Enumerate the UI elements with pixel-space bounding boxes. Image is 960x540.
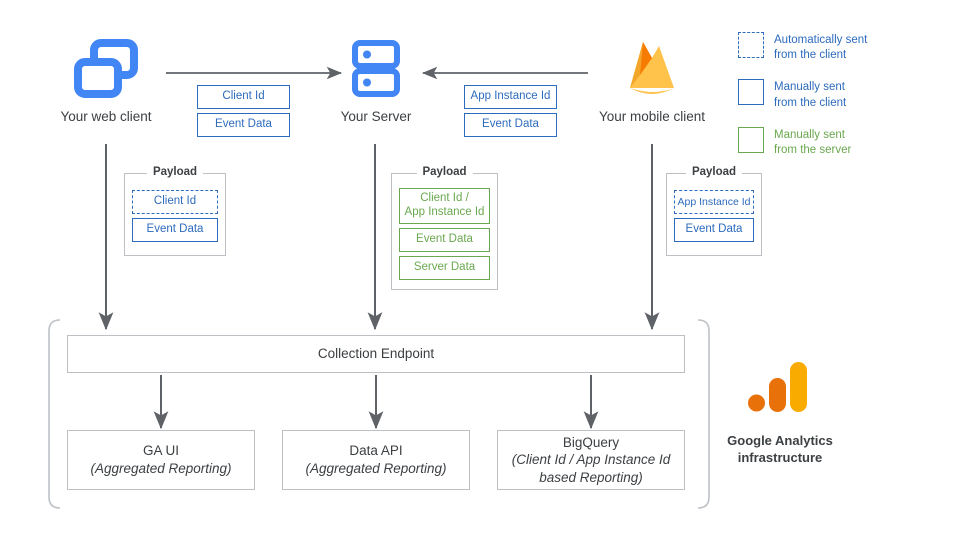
server-rack-icon xyxy=(352,40,400,97)
legend-text-manual-server: Manually sent from the server xyxy=(774,127,851,158)
legend: Automatically sent from the client Manua… xyxy=(738,32,867,174)
output-data-api-sub: (Aggregated Reporting) xyxy=(305,461,447,476)
node-mobile-client-label: Your mobile client xyxy=(598,109,706,124)
output-ga-ui-sub: (Aggregated Reporting) xyxy=(90,461,232,476)
payload-server: Payload Client Id / App Instance Id Even… xyxy=(391,166,498,290)
payload-web-title: Payload xyxy=(146,166,204,178)
google-analytics-logo xyxy=(748,362,807,412)
legend-manual-client-line2: from the client xyxy=(774,96,847,109)
legend-manual-server-line2: from the server xyxy=(774,143,852,156)
payload-server-item-event-data: Event Data xyxy=(399,228,490,252)
payload-web-item-client-id: Client Id xyxy=(132,190,218,214)
output-bigquery-sub: (Client Id / App Instance Id based Repor… xyxy=(511,452,671,485)
legend-item-auto-client: Automatically sent from the client xyxy=(738,32,867,63)
payload-web: Payload Client Id Event Data xyxy=(124,166,226,256)
payload-mobile-item-event-data: Event Data xyxy=(674,218,754,242)
payload-mobile: Payload App Instance Id Event Data xyxy=(666,166,762,256)
legend-manual-server-line1: Manually sent xyxy=(774,128,845,141)
node-mobile-client: Your mobile client xyxy=(588,36,716,124)
google-analytics-infrastructure: Google Analytics infrastructure xyxy=(700,360,860,467)
payload-server-title: Payload xyxy=(416,166,473,178)
transit-chip-client-id: Client Id xyxy=(197,85,290,109)
payload-server-item-ids: Client Id / App Instance Id xyxy=(399,188,490,224)
legend-swatch-dashed-blue xyxy=(738,32,764,58)
payload-mobile-item-app-instance-id: App Instance Id xyxy=(674,190,754,214)
output-bigquery-title: BigQuery xyxy=(562,434,620,450)
legend-manual-client-line1: Manually sent xyxy=(774,81,845,94)
firebase-flame-icon xyxy=(630,42,674,94)
legend-text-manual-client: Manually sent from the client xyxy=(774,79,846,110)
payload-server-item-server-data: Server Data xyxy=(399,256,490,280)
output-box-bigquery: BigQuery (Client Id / App Instance Id ba… xyxy=(497,430,685,490)
ga-infrastructure-line1: Google Analytics xyxy=(727,433,833,448)
payload-web-item-event-data: Event Data xyxy=(132,218,218,242)
legend-swatch-solid-blue xyxy=(738,79,764,106)
transit-chip-app-instance-id: App Instance Id xyxy=(464,85,557,109)
node-web-client-label: Your web client xyxy=(60,109,152,124)
output-box-data-api: Data API (Aggregated Reporting) xyxy=(282,430,470,490)
node-server: Your Server xyxy=(318,38,434,124)
node-server-label: Your Server xyxy=(340,109,412,124)
ga-infrastructure-line2: infrastructure xyxy=(737,449,823,465)
output-ga-ui-title: GA UI xyxy=(142,443,179,459)
output-box-ga-ui: GA UI (Aggregated Reporting) xyxy=(67,430,255,490)
legend-item-manual-client: Manually sent from the client xyxy=(738,79,867,110)
payload-mobile-title: Payload xyxy=(685,166,743,178)
transit-chip-event-data-web: Event Data xyxy=(197,113,290,137)
collection-endpoint-label: Collection Endpoint xyxy=(317,346,435,362)
node-web-client: Your web client xyxy=(48,38,164,124)
legend-text-auto-client: Automatically sent from the client xyxy=(774,32,867,63)
web-windows-icon xyxy=(74,39,138,98)
legend-auto-client-line2: from the client xyxy=(774,49,847,62)
transit-chip-event-data-mobile: Event Data xyxy=(464,113,557,137)
collection-endpoint-box: Collection Endpoint xyxy=(67,335,685,373)
legend-auto-client-line1: Automatically sent xyxy=(774,34,868,46)
legend-item-manual-server: Manually sent from the server xyxy=(738,126,867,158)
ga-infrastructure-caption: Google Analytics infrastructure xyxy=(700,433,860,467)
output-data-api-title: Data API xyxy=(349,443,403,459)
legend-swatch-solid-green xyxy=(738,126,764,153)
